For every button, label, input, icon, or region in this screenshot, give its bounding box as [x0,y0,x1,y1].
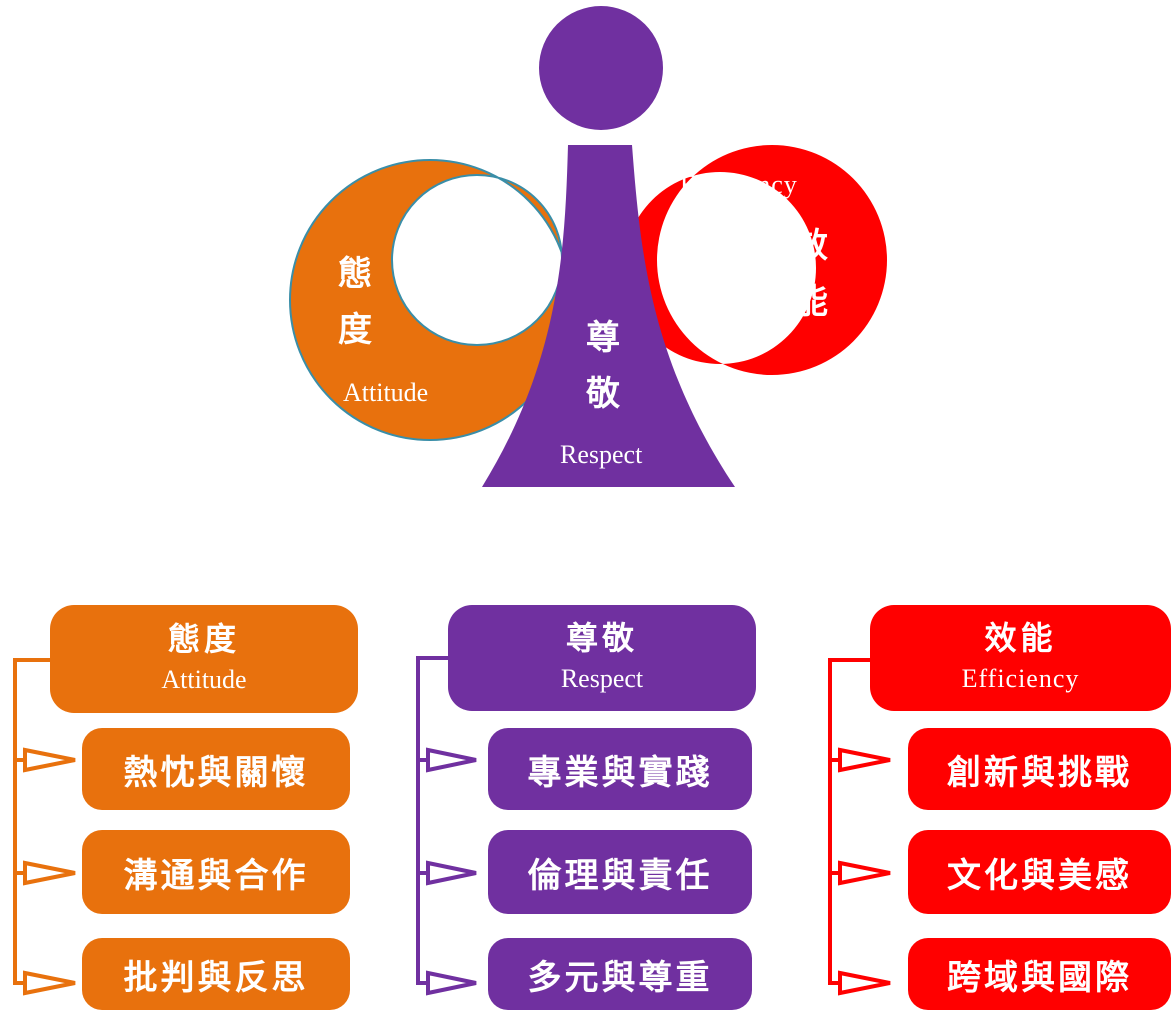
logo-respect-en: Respect [560,440,643,469]
respect-subtitle: Respect [560,664,644,693]
efficiency-header: 效能 Efficiency [870,605,1171,711]
efficiency-connector [828,658,870,985]
respect-head-circle [539,6,663,130]
logo-efficiency-en: Efficiency [680,170,798,199]
efficiency-arrow-1 [838,747,891,773]
attitude-item-3: 批判與反思 [82,938,350,1010]
efficiency-arrow-2 [838,860,891,886]
respect-arrow-1 [426,747,477,773]
attitude-header: 態度 Attitude [50,605,358,713]
efficiency-title: 效能 [984,619,1057,657]
efficiency-ring [624,145,887,375]
attitude-subtitle: Attitude [161,665,247,694]
attitude-connector [13,658,50,985]
respect-item-3: 多元與尊重 [488,938,752,1010]
attitude-arrow-2 [23,860,76,886]
respect-connector [416,656,448,985]
respect-arrow-3 [426,970,477,996]
attitude-arrow-1 [23,747,76,773]
efficiency-item-3: 跨域與國際 [908,938,1171,1010]
respect-header: 尊敬 Respect [448,605,756,711]
attitude-item-2: 溝通與合作 [82,830,350,914]
respect-item-2: 倫理與責任 [488,830,752,914]
attitude-arrow-3 [23,970,76,996]
efficiency-subtitle: Efficiency [961,664,1080,693]
respect-arrow-2 [426,860,477,886]
respect-title: 尊敬 [565,619,638,657]
efficiency-arrow-3 [838,970,891,996]
logo-attitude-en: Attitude [343,378,429,407]
attitude-title: 態度 [167,620,240,658]
efficiency-item-1: 創新與挑戰 [908,728,1171,810]
respect-item-1: 專業與實踐 [488,728,752,810]
attitude-item-1: 熱忱與關懷 [82,728,350,810]
logo-efficiency-zh: 效能 [794,226,828,322]
logo-respect-zh: 尊敬 [586,318,620,414]
efficiency-item-2: 文化與美感 [908,830,1171,914]
logo-attitude-zh: 態度 [338,254,372,350]
respect-stem [482,145,735,487]
attitude-crescent [289,158,572,441]
